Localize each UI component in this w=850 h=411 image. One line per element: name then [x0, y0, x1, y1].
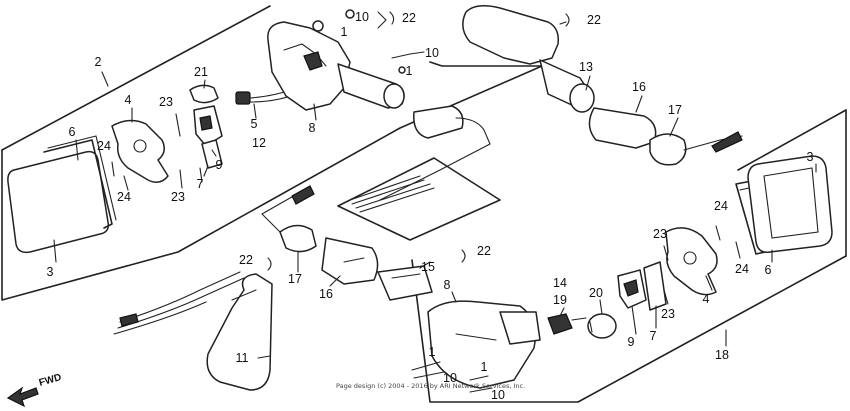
callout-22: 22	[239, 253, 253, 267]
stem-16-upper	[379, 105, 491, 201]
callout-17: 17	[668, 103, 682, 117]
callout-24: 24	[714, 199, 728, 213]
callout-9: 9	[216, 158, 223, 172]
callout-17: 17	[288, 272, 302, 286]
callout-21: 21	[194, 65, 208, 79]
stem-16-lower	[321, 237, 379, 285]
callout-3: 3	[807, 150, 814, 164]
bulb-20	[587, 313, 617, 339]
callout-2: 2	[95, 55, 102, 69]
callout-24: 24	[117, 190, 131, 204]
direction-label: FWD	[38, 372, 63, 389]
callout-18: 18	[715, 348, 729, 362]
callout-8: 8	[444, 278, 451, 292]
bracket-7-right	[643, 261, 667, 311]
callout-8: 8	[309, 121, 316, 135]
callout-labels: 1111233445667788991010101011121314151616…	[47, 10, 814, 402]
screws-right	[663, 225, 741, 305]
housing-11	[206, 273, 273, 391]
bracket-15-lower	[377, 265, 433, 301]
callout-3: 3	[47, 265, 54, 279]
stem-16-right	[588, 107, 743, 166]
callout-7: 7	[650, 329, 657, 343]
callout-5: 5	[251, 117, 258, 131]
callout-7: 7	[197, 177, 204, 191]
callout-23: 23	[171, 190, 185, 204]
callout-19: 19	[553, 293, 567, 307]
callout-4: 4	[703, 292, 710, 306]
group-frame-inner	[337, 157, 501, 241]
wire-bundle-upper	[349, 175, 435, 213]
callout-13: 13	[579, 60, 593, 74]
callout-10: 10	[355, 10, 369, 24]
forward-arrow-icon	[6, 386, 39, 408]
callout-14: 14	[553, 276, 567, 290]
callout-10: 10	[443, 371, 457, 385]
callout-6: 6	[765, 263, 772, 277]
callout-22: 22	[587, 13, 601, 27]
washers-upper	[312, 9, 425, 74]
callout-1: 1	[341, 25, 348, 39]
housing-13	[462, 5, 595, 113]
callout-20: 20	[589, 286, 603, 300]
copyright-notice: Page design (c) 2004 - 2016 by ARI Netwo…	[336, 382, 525, 390]
socket-14-19	[547, 313, 587, 335]
callout-22: 22	[477, 244, 491, 258]
callout-11: 11	[236, 351, 249, 365]
callout-1: 1	[481, 360, 488, 374]
lens-3-right	[747, 155, 833, 254]
callout-15: 15	[421, 260, 435, 274]
bracket-9-left	[201, 139, 223, 169]
callout-23: 23	[159, 95, 173, 109]
gasket-6-left	[43, 135, 117, 229]
screws-left	[111, 113, 203, 191]
callout-23: 23	[653, 227, 667, 241]
callout-4: 4	[125, 93, 132, 107]
callout-24: 24	[735, 262, 749, 276]
housing-8-upper	[267, 21, 405, 111]
stem-17-lower	[261, 185, 317, 253]
callout-24: 24	[97, 139, 111, 153]
bulb-holder-9-right	[617, 269, 647, 309]
callout-10: 10	[425, 46, 439, 60]
leader-lines	[53, 71, 817, 359]
bulb-holder-21-left	[189, 84, 223, 147]
wire-harness-lower	[113, 271, 245, 335]
small-hardware	[267, 11, 570, 393]
callout-10: 10	[491, 388, 505, 402]
callout-16: 16	[319, 287, 333, 301]
callout-16: 16	[632, 80, 646, 94]
socket-4-right	[665, 227, 718, 296]
group-frame-right-front	[411, 109, 847, 403]
callout-12: 12	[252, 136, 266, 150]
socket-4-left	[111, 119, 169, 183]
callout-1: 1	[406, 64, 413, 78]
callout-6: 6	[69, 125, 76, 139]
callout-9: 9	[628, 335, 635, 349]
callout-1: 1	[429, 345, 436, 359]
callout-22: 22	[402, 11, 416, 25]
callout-23: 23	[661, 307, 675, 321]
housing-8-lower	[427, 300, 541, 389]
lens-3-left	[7, 150, 110, 254]
